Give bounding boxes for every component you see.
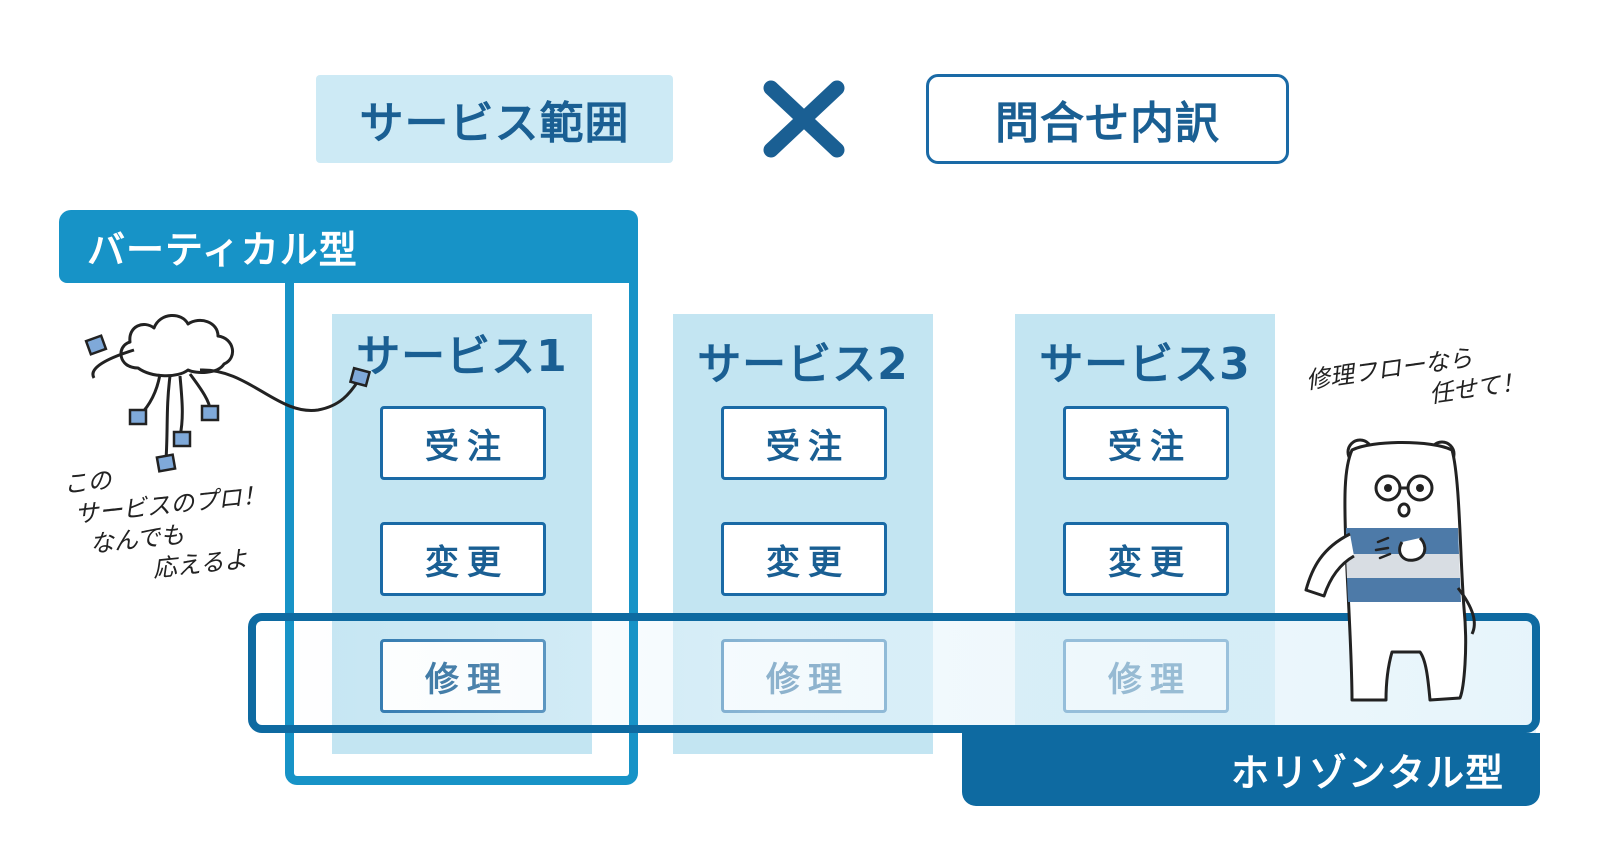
jellyfish-mascot-illustration [84,314,372,473]
inquiry-breakdown-label: 問合せ内訳 [995,98,1220,149]
vertical-model-frame [285,275,638,785]
horizontal-model-label: ホリゾンタル型 [962,733,1540,806]
horizontal-model-text: ホリゾンタル型 [1230,751,1504,795]
right-speech-note: 修理フローなら 任せて！ [1304,336,1527,427]
service-2-item-order: 受注 [721,406,887,480]
vertical-model-text: バーティカル型 [87,228,358,272]
service-title-1: サービス1 [356,331,568,382]
service-scope-label: サービス範囲 [359,98,630,149]
service-scope-chip: サービス範囲 [316,75,673,163]
horizontal-model-frame [248,613,1540,733]
service-3-item-change: 変更 [1063,522,1229,596]
service-1-item-order: 受注 [380,406,546,480]
horizontal-highlight-band [253,615,1536,733]
service-title-2: サービス2 [697,339,909,390]
multiply-icon [763,80,845,158]
inquiry-breakdown-chip: 問合せ内訳 [926,74,1289,164]
left-speech-note: この サービスのプロ！ なんでも 応えるよ [62,449,274,593]
vertical-model-label: バーティカル型 [59,210,638,283]
service-1-item-change: 変更 [380,522,546,596]
service-3-item-order: 受注 [1063,406,1229,480]
polar-bear-mascot-illustration [1304,438,1476,702]
service-2-item-change: 変更 [721,522,887,596]
service-title-3: サービス3 [1039,339,1251,390]
